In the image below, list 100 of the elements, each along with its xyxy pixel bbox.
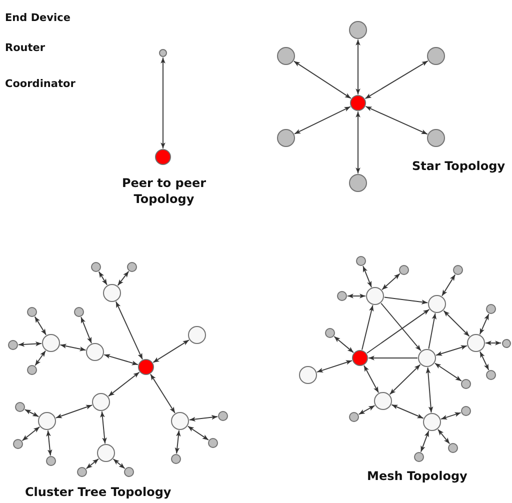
coordinator-node	[155, 149, 171, 165]
arrow	[152, 340, 190, 363]
arrow	[485, 340, 502, 346]
end-device-node	[448, 443, 458, 453]
end-device-node	[349, 412, 359, 422]
router-node	[467, 334, 485, 352]
router-node	[97, 444, 115, 462]
arrow	[347, 294, 366, 298]
end-device-node	[46, 456, 56, 466]
legend-text: Coordinator	[5, 78, 76, 92]
legend-text: Router	[5, 42, 46, 56]
end-device-node	[349, 21, 367, 39]
end-device-node	[356, 256, 366, 266]
arrow	[60, 344, 86, 352]
arrow	[188, 414, 218, 422]
arrow	[368, 356, 418, 360]
arrow	[443, 310, 470, 337]
arrow	[80, 316, 92, 344]
topology-title: Star Topology	[412, 159, 506, 175]
end-device-node	[218, 411, 228, 421]
end-device-node	[399, 265, 409, 275]
arrow	[55, 404, 93, 418]
arrow	[356, 39, 360, 95]
arrow	[426, 366, 434, 414]
arrow	[479, 314, 490, 335]
end-device-node	[277, 47, 295, 65]
arrow	[442, 274, 456, 296]
end-device-node	[277, 129, 295, 147]
arrow	[480, 351, 490, 371]
arrow	[46, 430, 52, 456]
end-device-node	[124, 467, 134, 477]
arrow	[150, 374, 176, 414]
topology-title: Mesh Topology	[367, 469, 468, 485]
arrow	[34, 350, 46, 366]
end-device-node	[502, 338, 510, 348]
arrow	[436, 345, 468, 356]
arrow	[86, 458, 100, 470]
router-node	[366, 287, 384, 305]
end-device-node	[208, 438, 218, 448]
arrow	[362, 266, 372, 288]
end-device-node	[461, 379, 471, 389]
router-node	[188, 326, 206, 344]
end-device-node	[461, 406, 471, 416]
end-device-node	[427, 47, 445, 65]
end-device-node	[325, 328, 335, 338]
end-device-node	[127, 262, 137, 272]
arrow	[428, 312, 437, 350]
arrow	[294, 106, 351, 134]
arrow	[104, 354, 138, 366]
arrow	[366, 308, 430, 354]
arrow	[316, 360, 352, 373]
arrow	[98, 271, 108, 286]
router-node	[38, 412, 56, 430]
end-device-node	[13, 439, 23, 449]
arrow	[382, 273, 400, 290]
router-node	[418, 349, 436, 367]
router-node	[42, 334, 60, 352]
arrow	[18, 341, 42, 347]
coordinator-node	[138, 359, 154, 375]
arrow	[117, 270, 130, 286]
arrow	[22, 426, 40, 442]
arrow	[434, 362, 462, 382]
end-device-node	[27, 307, 37, 317]
arrow	[384, 296, 428, 304]
arrow	[364, 60, 428, 100]
router-node	[103, 284, 121, 302]
end-device-node	[91, 262, 101, 272]
arrow	[365, 106, 428, 135]
end-device-node	[15, 402, 25, 412]
end-device-node	[414, 452, 424, 462]
router-node	[299, 366, 317, 384]
arrow	[356, 111, 360, 174]
arrow	[187, 426, 209, 440]
coordinator-node	[352, 350, 368, 366]
end-device-node	[8, 340, 18, 350]
arrow	[364, 365, 380, 394]
arrow	[440, 412, 462, 420]
arrow	[100, 410, 107, 444]
end-device-node	[427, 129, 445, 147]
legend-text: End Device	[5, 12, 70, 26]
router-node	[86, 343, 104, 361]
arrow	[160, 57, 166, 149]
arrow	[112, 458, 126, 469]
arrow	[108, 372, 140, 397]
arrow	[34, 316, 47, 336]
arrow	[358, 405, 376, 415]
arrow	[437, 428, 450, 444]
end-device-node	[171, 454, 181, 464]
router-node	[92, 393, 110, 411]
end-device-node	[337, 291, 347, 301]
arrow	[174, 430, 181, 454]
end-device-node	[486, 304, 496, 314]
arrow	[24, 409, 40, 418]
end-device-node	[27, 365, 37, 375]
arrow	[334, 336, 354, 354]
end-device-node	[486, 370, 496, 380]
topology-title: Peer to peer Topology	[120, 176, 208, 208]
arrow	[380, 302, 422, 352]
end-device-node	[453, 265, 463, 275]
router-node	[423, 413, 441, 431]
